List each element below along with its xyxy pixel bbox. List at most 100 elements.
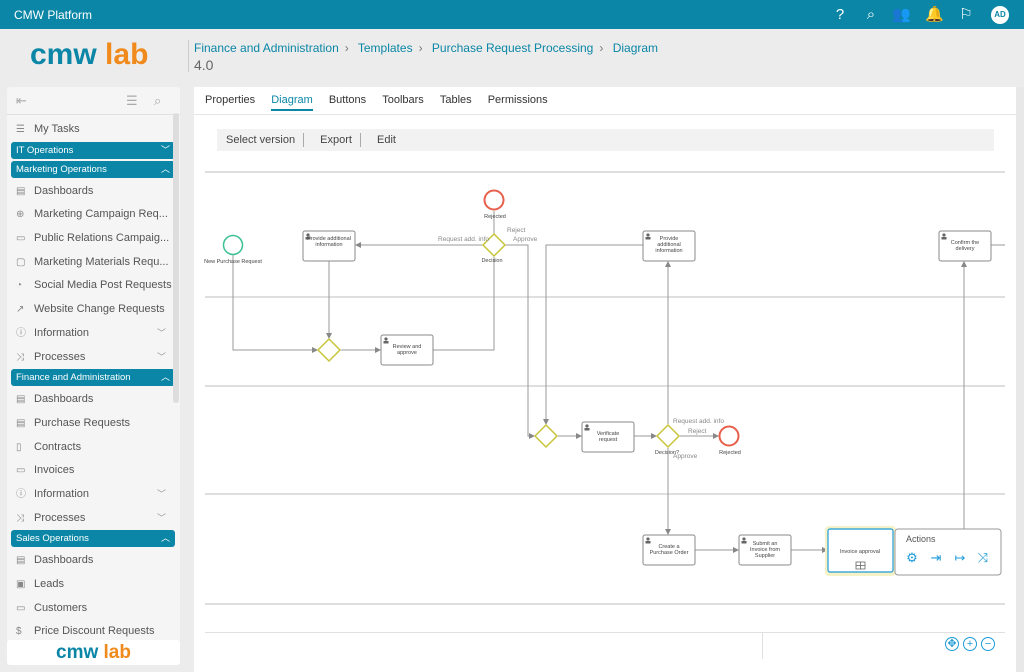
help-icon: ⓘ	[16, 322, 26, 346]
avatar[interactable]: AD	[991, 6, 1009, 24]
shuffle-icon: ⤨	[16, 346, 24, 370]
gateway-merge	[535, 425, 557, 447]
export-button[interactable]: Export	[320, 134, 352, 146]
enter-icon[interactable]: ⇥	[931, 550, 942, 565]
logo[interactable]: cmw lab	[30, 38, 148, 72]
diagram-toolbar: Select version Export Edit	[217, 129, 994, 151]
end-event-label: Rejected	[484, 214, 506, 220]
briefcase-icon: ▭	[16, 597, 25, 621]
tab-tables[interactable]: Tables	[440, 94, 472, 109]
process-diagram[interactable]: New Purchase Request Rejected Rejected D…	[194, 160, 1016, 635]
flow-label: Request add. info	[673, 418, 724, 425]
gateway-merge	[318, 339, 340, 361]
file-icon: ▯	[16, 436, 22, 460]
document-icon: ▤	[16, 412, 25, 436]
sidebar-group-it-operations[interactable]: IT Operations﹀	[11, 142, 175, 159]
sidebar-scrollbar[interactable]	[173, 113, 179, 403]
help-icon: ⓘ	[16, 483, 26, 507]
exit-icon[interactable]: ↦	[955, 550, 966, 565]
sidebar: ⇤ ☰ ⌕ ☰My Tasks IT Operations﹀ Marketing…	[7, 87, 180, 647]
breadcrumb-item[interactable]: Templates	[358, 41, 413, 55]
sidebar-item[interactable]: ▭Invoices	[7, 459, 180, 483]
chevron-down-icon: ﹀	[157, 322, 166, 346]
sidebar-item[interactable]: ▤Purchase Requests	[7, 412, 180, 436]
flow-label: Approve	[673, 453, 698, 460]
page-scrollbar[interactable]	[1016, 87, 1024, 672]
sidebar-item[interactable]: ▭Customers	[7, 597, 180, 621]
sidebar-item[interactable]: ⤨Processes﹀	[7, 346, 180, 370]
flag-icon[interactable]: ⚐	[957, 6, 975, 24]
zoom-icon: ⊕	[16, 203, 24, 227]
select-version-button[interactable]: Select version	[226, 134, 295, 146]
app-title: CMW Platform	[14, 8, 92, 22]
task-label: Invoice approval	[840, 549, 880, 555]
flow-label: Approve	[513, 236, 538, 243]
breadcrumb-item[interactable]: Finance and Administration	[194, 41, 339, 55]
breadcrumb: Finance and Administration› Templates› P…	[194, 41, 658, 55]
presentation-icon: ▭	[16, 227, 25, 251]
search-icon[interactable]: ⌕	[862, 6, 880, 24]
header	[0, 29, 1024, 85]
version-label: 4.0	[194, 57, 213, 73]
sidebar-item-my-tasks[interactable]: ☰My Tasks	[7, 118, 180, 142]
end-event	[720, 427, 739, 446]
sidebar-item[interactable]: ↗Website Change Requests	[7, 298, 180, 322]
sidebar-item[interactable]: ▯Contracts	[7, 436, 180, 460]
tab-diagram[interactable]: Diagram	[271, 94, 313, 111]
breadcrumb-item[interactable]: Diagram	[613, 41, 658, 55]
zoom-in-icon[interactable]: +	[963, 637, 977, 651]
help-icon[interactable]: ?	[831, 6, 849, 24]
sidebar-item[interactable]: ▭Public Relations Campaig...	[7, 227, 180, 251]
sidebar-item[interactable]: ▤Dashboards	[7, 180, 180, 204]
sidebar-item[interactable]: ▤Dashboards	[7, 549, 180, 573]
sidebar-item[interactable]: ⓘInformation﹀	[7, 322, 180, 346]
end-event-label: Rejected	[719, 450, 741, 456]
sidebar-item[interactable]: ▢Marketing Materials Requ...	[7, 251, 180, 275]
sidebar-group-marketing-operations[interactable]: Marketing Operations︿	[11, 161, 175, 178]
end-event	[485, 191, 504, 210]
flow-label: Reject	[507, 227, 526, 234]
tab-bar: Properties Diagram Buttons Toolbars Tabl…	[205, 94, 561, 111]
gateway-label: Decision	[481, 258, 502, 264]
sidebar-item[interactable]: ⓘInformation﹀	[7, 483, 180, 507]
chevron-down-icon: ﹀	[161, 142, 170, 159]
sidebar-group-sales[interactable]: Sales Operations︿	[11, 530, 175, 547]
task-label: Provide additional information Provide a…	[303, 236, 991, 565]
shuffle-icon[interactable]: ⤨	[978, 550, 989, 565]
sidebar-item[interactable]: ▤Dashboards	[7, 388, 180, 412]
zoom-out-icon[interactable]: −	[981, 637, 995, 651]
start-event-label: New Purchase Request	[204, 259, 262, 265]
materials-icon: ▢	[16, 251, 25, 275]
sidebar-item[interactable]: ◔Social Media Post Requests	[7, 274, 180, 298]
breadcrumb-item[interactable]: Purchase Request Processing	[432, 41, 593, 55]
flow-label: Reject	[688, 428, 707, 435]
bell-icon[interactable]: 🔔	[925, 6, 943, 24]
tab-permissions[interactable]: Permissions	[488, 94, 548, 109]
gateway-decision	[657, 425, 679, 447]
shuffle-icon: ⤨	[16, 507, 24, 531]
tab-buttons[interactable]: Buttons	[329, 94, 366, 109]
sequence-flows	[233, 211, 1005, 550]
tab-properties[interactable]: Properties	[205, 94, 255, 109]
invoice-icon: ▭	[16, 459, 25, 483]
edit-button[interactable]: Edit	[377, 134, 396, 146]
chevron-down-icon: ﹀	[157, 483, 166, 507]
list-icon[interactable]: ☰	[126, 93, 138, 109]
sidebar-item[interactable]: ⤨Processes﹀	[7, 507, 180, 531]
tab-toolbars[interactable]: Toolbars	[382, 94, 424, 109]
users-icon[interactable]: 👥	[892, 6, 910, 24]
actions-title: Actions	[906, 534, 936, 544]
gear-icon[interactable]: ⚙	[906, 550, 918, 565]
external-link-icon: ↗	[16, 298, 24, 322]
collapse-sidebar-icon[interactable]: ⇤	[16, 93, 27, 109]
footer-logo: cmw lab	[7, 640, 180, 665]
chevron-up-icon: ︿	[161, 530, 170, 547]
fit-view-icon[interactable]: ✥	[945, 637, 959, 651]
sidebar-item[interactable]: ⊕Marketing Campaign Req...	[7, 203, 180, 227]
search-icon[interactable]: ⌕	[154, 93, 161, 109]
tasks-icon: ☰	[16, 118, 25, 142]
sidebar-item[interactable]: ▣Leads	[7, 573, 180, 597]
dashboard-icon: ▤	[16, 388, 25, 412]
chevron-up-icon: ︿	[161, 161, 170, 178]
sidebar-group-finance[interactable]: Finance and Administration︿	[11, 369, 175, 386]
